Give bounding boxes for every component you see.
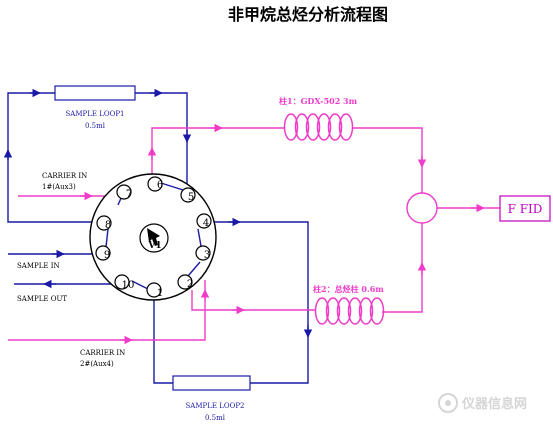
watermark-text: 仪器信息网 bbox=[461, 396, 527, 412]
carrier1-label: CARRIER IN bbox=[42, 172, 87, 180]
valve-port-2 bbox=[177, 274, 193, 290]
port-label-2: 2 bbox=[187, 279, 193, 290]
sample-loop2-volume: 0.5ml bbox=[205, 414, 226, 422]
port-label-9: 9 bbox=[104, 250, 110, 261]
sample-out-label: SAMPLE OUT bbox=[17, 295, 67, 303]
blue-flow-lines bbox=[3, 88, 313, 384]
valve-port-4 bbox=[196, 213, 212, 229]
loop1-right-line bbox=[135, 92, 188, 188]
valve-port-8 bbox=[96, 215, 112, 231]
port2-to-column2-line bbox=[191, 290, 315, 311]
fid-detector-box bbox=[499, 195, 551, 222]
valve-ports bbox=[95, 176, 212, 298]
port-label-6: 6 bbox=[157, 180, 163, 191]
column1-label: 柱1：GDX-502 3m bbox=[279, 96, 358, 106]
valve-port-6 bbox=[147, 176, 163, 192]
column2-label: 柱2：总烃柱 0.6m bbox=[313, 284, 384, 294]
port-label-10: 10 bbox=[122, 280, 135, 291]
sample-loop2-name: SAMPLE LOOP2 bbox=[185, 402, 244, 410]
valve-label: V1 bbox=[147, 241, 161, 251]
valve-port-3 bbox=[195, 245, 211, 261]
valve-port-7 bbox=[116, 184, 132, 200]
sample-loop1-box bbox=[54, 85, 136, 101]
column2-coil bbox=[314, 297, 385, 325]
port-label-8: 8 bbox=[105, 220, 111, 231]
port6-to-column1-line bbox=[151, 127, 285, 182]
sample-in-label: SAMPLE IN bbox=[17, 262, 60, 270]
valve-port-10 bbox=[114, 274, 130, 290]
port-label-7: 7 bbox=[126, 189, 132, 200]
port-label-1: 1 bbox=[157, 288, 163, 299]
column1-to-fid-line bbox=[352, 127, 423, 196]
loop2-line bbox=[153, 292, 173, 384]
carrier2-sub: 2#(Aux4) bbox=[80, 360, 114, 368]
valve-port-1 bbox=[146, 282, 162, 298]
magenta-flow-lines bbox=[8, 123, 500, 345]
diagram-title: 非甲烷总烃分析流程图 bbox=[228, 5, 388, 24]
rotor-pointer-icon bbox=[147, 228, 160, 246]
detector-junction bbox=[406, 192, 438, 224]
port-label-5: 5 bbox=[188, 192, 194, 203]
valve-port-5 bbox=[180, 187, 196, 203]
valve-port-9 bbox=[95, 245, 111, 261]
column1-coil bbox=[283, 113, 354, 141]
port-label-4: 4 bbox=[203, 218, 209, 229]
sample-loop2-box bbox=[172, 375, 251, 391]
port4-to-column2-line bbox=[212, 221, 309, 338]
sample-loop1-volume: 0.5ml bbox=[85, 122, 106, 130]
fid-detector-label: F FID bbox=[508, 202, 543, 216]
column2-to-fid-line bbox=[382, 222, 423, 313]
sample-loop1-name: SAMPLE LOOP1 bbox=[65, 110, 124, 118]
carrier2-label: CARRIER IN bbox=[80, 349, 125, 357]
port-label-3: 3 bbox=[204, 250, 210, 261]
watermark-logo-icon bbox=[438, 393, 458, 413]
carrier1-sub: 1#(Aux3) bbox=[42, 183, 76, 191]
watermark: 仪器信息网 bbox=[438, 393, 527, 413]
